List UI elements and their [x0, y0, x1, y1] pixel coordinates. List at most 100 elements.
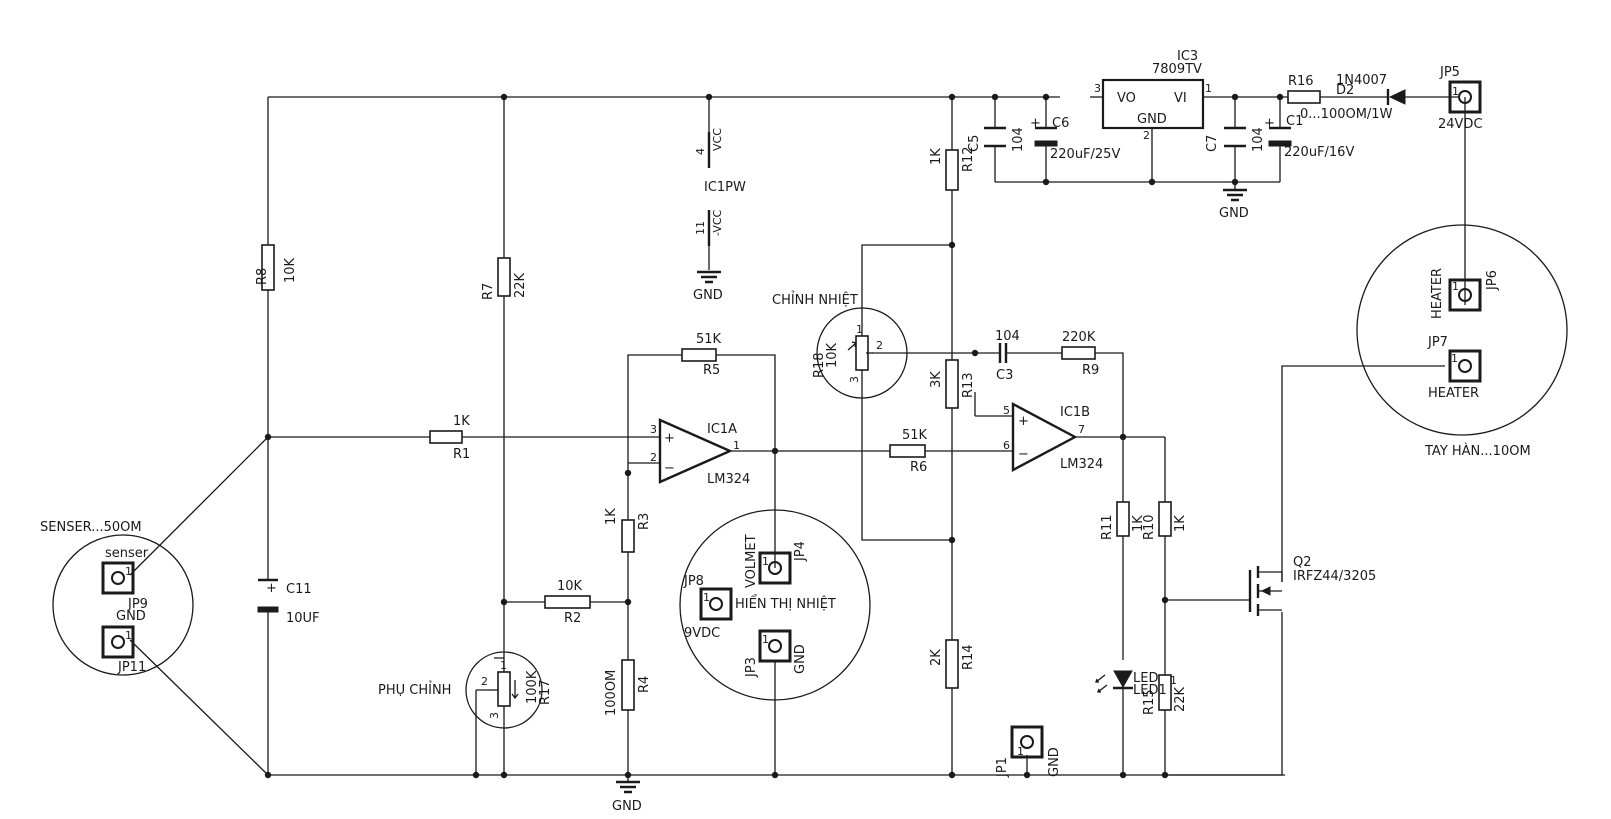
c11-ref: C11: [286, 582, 312, 597]
r7-value: 22K: [513, 272, 528, 298]
jp9-label: senser: [105, 546, 149, 561]
capacitor-c5: C5 104: [967, 126, 1026, 152]
r13-value: 3K: [929, 371, 944, 388]
r5-value: 51K: [696, 332, 722, 347]
mosfet-q2: Q2 IRFZ44/3205: [1248, 555, 1376, 616]
r13-ref: R13: [961, 372, 976, 398]
sensor-group: 1 senser JP9 1 GND JP11 SENSER...50OM: [40, 520, 194, 676]
r17-pin1: 1: [500, 659, 507, 672]
r12-value: 1K: [929, 148, 944, 165]
ic3-gnd: GND: [1137, 112, 1167, 127]
jp6-ref: JP6: [1485, 270, 1500, 291]
ic1a-value: LM324: [707, 472, 750, 487]
ic1a-pin1: 1: [733, 439, 740, 452]
ic1b-value: LM324: [1060, 457, 1103, 472]
gnd-label-bottom: GND: [612, 799, 642, 814]
r11-value: 1K: [1131, 515, 1146, 532]
jp11-label: GND: [116, 609, 146, 624]
r4-value: 100OM: [604, 670, 619, 716]
jp4-label: VOLMET: [744, 534, 759, 588]
potentiometer-r18: 1 2 3 R18 10K CHỈNH NHIỆT: [772, 291, 908, 399]
ic1a-pin2: 2: [650, 451, 657, 464]
r17-ref: R17: [538, 679, 553, 705]
r5-ref: R5: [703, 363, 720, 378]
resistor-r1: 1K R1: [429, 414, 470, 462]
annotation-fine-adjust: PHỤ CHỈNH: [378, 681, 451, 698]
r16-ref: R16: [1288, 74, 1314, 89]
c11-plus: +: [266, 581, 277, 596]
resistor-r14: 2K R14: [929, 639, 976, 689]
r10-ref: R10: [1142, 514, 1157, 540]
q2-value: IRFZ44/3205: [1293, 569, 1376, 584]
resistor-r3: 1K R3: [604, 508, 652, 553]
jp9-pin: 1: [125, 565, 132, 578]
heater-group: 1 HEATER JP6 1 JP7 HEATER TAY HÀN...10OM: [1356, 224, 1568, 459]
ic1a-minus: −: [664, 461, 675, 476]
q2-ref: Q2: [1293, 555, 1312, 570]
annotation-heater: TAY HÀN...10OM: [1424, 443, 1531, 459]
r18-pin2: 2: [876, 339, 883, 352]
jp3-label: GND: [793, 644, 808, 674]
resistor-r9: 220K R9: [1061, 330, 1099, 378]
c3-ref: C3: [996, 368, 1013, 383]
r16-value: 0...100OM/1W: [1300, 107, 1393, 122]
r1-value: 1K: [453, 414, 470, 429]
c7-ref: C7: [1205, 135, 1220, 152]
annotation-display: HIỂN THỊ NHIỆT: [735, 595, 836, 612]
r12-ref: R12: [961, 146, 976, 172]
r14-ref: R14: [961, 644, 976, 670]
jp7-ref: JP7: [1427, 335, 1448, 350]
c1-plus: +: [1264, 116, 1275, 131]
r1-ref: R1: [453, 447, 470, 462]
resistor-r10: R10 1K: [1142, 501, 1188, 540]
annotation-adjust: CHỈNH NHIỆT: [772, 291, 858, 308]
jp1-pin: 1: [1017, 745, 1024, 758]
ic3-value: 7809TV: [1152, 62, 1202, 77]
d2-ref: D2: [1336, 83, 1354, 98]
r18-pin1: 1: [856, 323, 863, 336]
r17-value: 100K: [525, 670, 540, 704]
r6-value: 51K: [902, 428, 928, 443]
c6-plus: +: [1030, 116, 1041, 131]
resistor-r7: R7 22K: [481, 257, 528, 300]
resistor-r16: R16 0...100OM/1W: [1287, 74, 1393, 122]
ic3-pin3: 3: [1094, 82, 1101, 95]
r7-ref: R7: [481, 283, 496, 300]
c5-value: 104: [1011, 127, 1026, 152]
ic1pw-ref: IC1PW: [704, 180, 746, 195]
ic1b-plus: +: [1018, 414, 1029, 429]
junctions: [264, 93, 1284, 779]
jp1-label: GND: [1047, 747, 1062, 777]
ic3-ref: IC3: [1177, 49, 1198, 64]
ic1pw-nvcc: -VCC: [711, 209, 724, 236]
ic1b-ref: IC1B: [1060, 405, 1090, 420]
ic1-power-pins: VCC -VCC 4 11 IC1PW: [694, 128, 746, 246]
c6-ref: C6: [1052, 116, 1069, 131]
annotation-sensor: SENSER...50OM: [40, 520, 142, 535]
jp8-pin: 1: [703, 591, 710, 604]
resistor-r12: 1K R12: [929, 146, 976, 191]
c3-value: 104: [995, 329, 1020, 344]
gnd-symbol-bottom: GND: [612, 775, 642, 814]
ic3-pin2: 2: [1143, 129, 1150, 142]
jp5-pin: 1: [1452, 85, 1459, 98]
ic1b-pin5: 5: [1003, 404, 1010, 417]
r17-pin2: 2: [481, 675, 488, 688]
jp4-pin: 1: [762, 555, 769, 568]
jp6-label: HEATER: [1430, 268, 1445, 319]
capacitor-c11: + C11 10UF: [257, 578, 320, 626]
r15-ref: R15: [1142, 689, 1157, 715]
r17-pin3: 3: [488, 712, 501, 719]
ic1a-ref: IC1A: [707, 422, 737, 437]
c11-value: 10UF: [286, 611, 320, 626]
ic1b-pin6: 6: [1003, 439, 1010, 452]
jp5-ref: JP5: [1439, 65, 1460, 80]
jp5-label: 24VDC: [1438, 117, 1483, 132]
r6-ref: R6: [910, 460, 927, 475]
jp3-pin: 1: [762, 633, 769, 646]
resistor-r11: R11 1K: [1100, 501, 1146, 540]
gnd-label-regulator: GND: [1219, 206, 1249, 221]
regulator-ic3: IC3 7809TV VO VI GND 3 1 2: [1090, 49, 1212, 142]
r14-value: 2K: [929, 649, 944, 666]
resistor-r4: 100OM R4: [604, 659, 652, 716]
